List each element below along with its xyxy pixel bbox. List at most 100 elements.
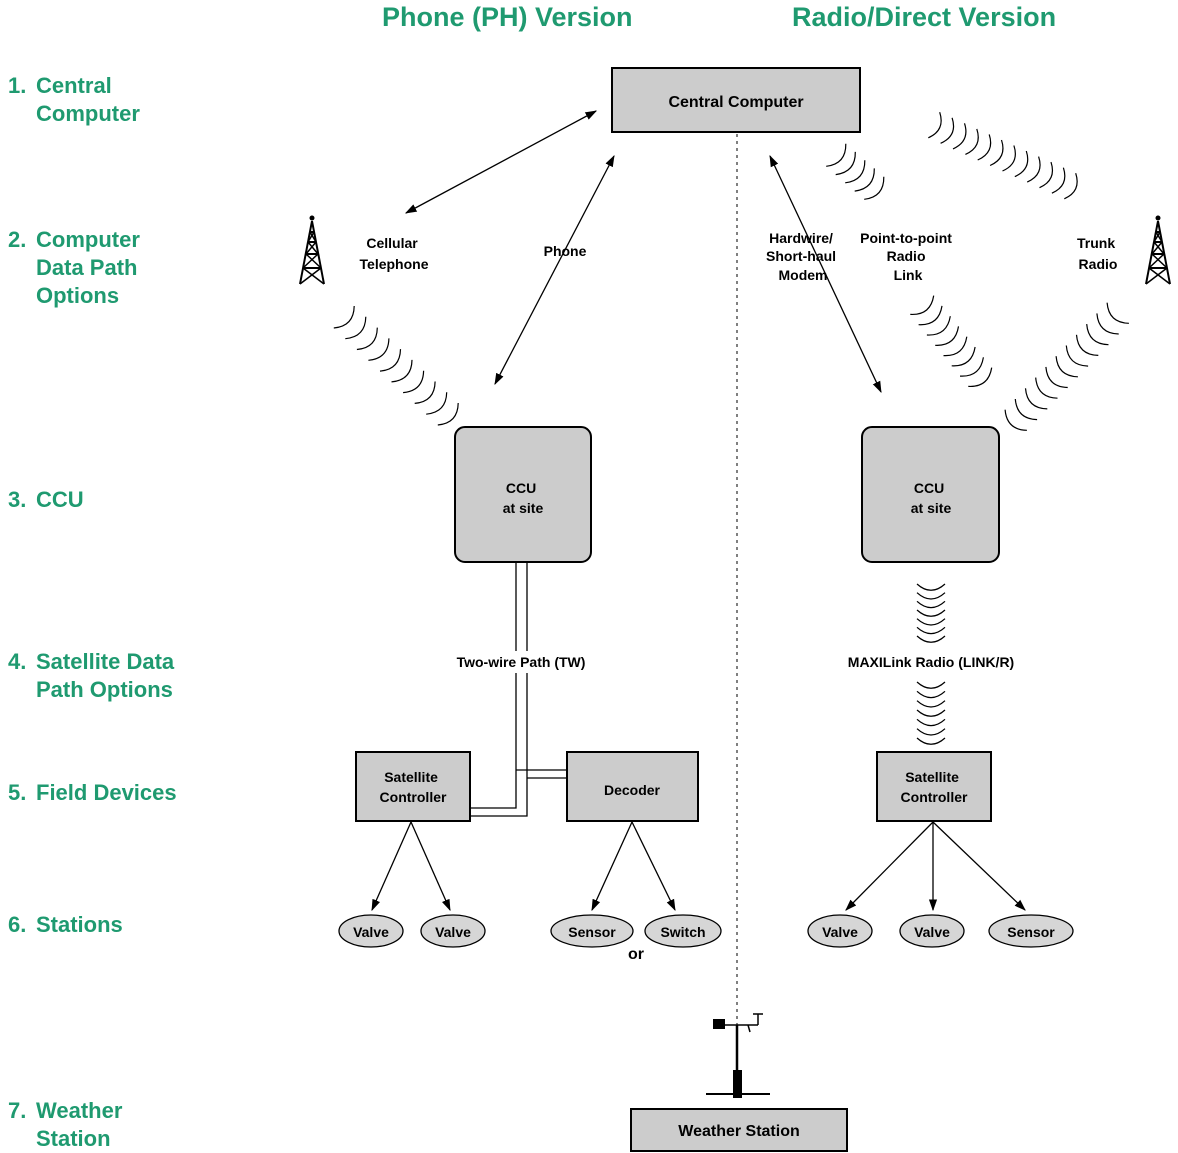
wave-arc bbox=[951, 346, 976, 367]
wave-arc bbox=[940, 117, 955, 144]
cellular-arrow bbox=[404, 110, 598, 214]
wave-arc bbox=[864, 176, 885, 200]
wave-arc bbox=[952, 123, 967, 150]
weather-mast-icon bbox=[706, 1013, 770, 1098]
wave-arc bbox=[333, 305, 355, 329]
wave-arc bbox=[1075, 334, 1099, 356]
radio-version-header: Radio/Direct Version bbox=[792, 2, 1057, 32]
wave-arc bbox=[1024, 388, 1048, 410]
wave-arc bbox=[916, 681, 946, 689]
wave-arc bbox=[928, 112, 942, 139]
wave-arc bbox=[916, 609, 946, 617]
wave-arc bbox=[854, 168, 875, 192]
wave-arc bbox=[1014, 398, 1038, 421]
trunk-label: Trunk Radio bbox=[1077, 235, 1119, 272]
wave-arc bbox=[1002, 145, 1016, 172]
right-valve-1 bbox=[807, 914, 873, 948]
wave-arc bbox=[379, 349, 402, 372]
wave-arc bbox=[414, 381, 436, 404]
sensor-right-label: Sensor bbox=[1007, 924, 1055, 940]
wave-arc bbox=[345, 316, 367, 340]
ccu-right-label: CCU at site bbox=[911, 480, 952, 516]
right-valve-1-label: Valve bbox=[822, 924, 858, 940]
trunk-waves-bottom-icon bbox=[1004, 302, 1129, 431]
ccu-left-box: CCU at site bbox=[454, 426, 592, 563]
wave-arc bbox=[926, 316, 951, 336]
left-valve-1 bbox=[338, 914, 404, 948]
two-wire-label: Two-wire Path (TW) bbox=[457, 654, 586, 670]
wave-arc bbox=[943, 336, 968, 357]
wave-arc bbox=[1026, 156, 1041, 183]
arrow-to-left-valve-2 bbox=[410, 821, 451, 912]
wave-arc bbox=[356, 327, 378, 351]
maxilink-waves-bottom-icon bbox=[916, 681, 946, 745]
trunk-waves-top-icon bbox=[928, 112, 1078, 200]
sensor-left bbox=[550, 914, 634, 948]
wave-arc bbox=[1064, 173, 1078, 200]
or-label: or bbox=[628, 946, 644, 963]
wave-arc bbox=[916, 737, 946, 745]
wave-arc bbox=[1096, 313, 1119, 335]
cellular-tower-icon bbox=[299, 214, 325, 285]
hardwire-arrow bbox=[769, 154, 882, 394]
wave-arc bbox=[989, 139, 1004, 167]
ccu-left-label: CCU at site bbox=[503, 480, 544, 516]
arrow-to-sensor-right bbox=[932, 821, 1026, 911]
p2p-waves-top-icon bbox=[826, 143, 885, 200]
wave-arc bbox=[403, 370, 425, 394]
wave-arc bbox=[977, 134, 992, 161]
wave-arc bbox=[1045, 366, 1068, 389]
switch bbox=[644, 914, 722, 948]
step-6-stations: 6.Stations bbox=[8, 912, 123, 937]
right-valve-2-label: Valve bbox=[914, 924, 950, 940]
wave-arc bbox=[1065, 345, 1089, 367]
wave-arc bbox=[965, 128, 979, 155]
maxilink-waves-top-icon bbox=[916, 583, 946, 643]
sensor-right bbox=[988, 914, 1074, 948]
wave-arc bbox=[1014, 150, 1029, 178]
weather-station-label: Weather Station bbox=[678, 1123, 800, 1140]
weather-station-box: Weather Station bbox=[630, 1108, 848, 1152]
left-valve-2 bbox=[420, 914, 486, 948]
trunk-radio-tower-icon bbox=[1145, 214, 1171, 285]
satellite-controller-left-label: Satellite Controller bbox=[380, 769, 447, 805]
p2p-waves-bottom-icon bbox=[910, 295, 993, 388]
wave-arc bbox=[918, 305, 943, 326]
wave-arc bbox=[426, 392, 448, 415]
decoder-box: Decoder bbox=[566, 751, 699, 822]
wave-arc bbox=[968, 367, 993, 388]
wave-arc bbox=[910, 295, 935, 316]
wave-arc bbox=[916, 600, 946, 609]
wave-arc bbox=[1004, 409, 1027, 431]
wave-arc bbox=[935, 326, 960, 346]
arrow-to-right-valve-1 bbox=[845, 821, 934, 911]
wave-arc bbox=[916, 728, 946, 736]
wave-arc bbox=[368, 338, 390, 361]
phone-arrow bbox=[494, 154, 615, 386]
wave-arc bbox=[835, 151, 856, 176]
wave-arc bbox=[959, 357, 984, 377]
left-valve-2-label: Valve bbox=[435, 924, 471, 940]
step-4-satellite-path-options: 4.Satellite Data Path Options bbox=[8, 649, 175, 702]
wave-arc bbox=[916, 618, 946, 626]
wave-arc bbox=[1086, 324, 1109, 346]
wave-arc bbox=[916, 583, 946, 591]
wave-arc bbox=[1039, 161, 1054, 189]
wave-arc bbox=[1055, 356, 1078, 378]
wave-arc bbox=[1051, 167, 1066, 194]
wave-arc bbox=[1035, 377, 1058, 399]
phone-version-header: Phone (PH) Version bbox=[382, 2, 633, 32]
wave-arc bbox=[845, 160, 866, 184]
satellite-controller-left-box: Satellite Controller bbox=[355, 751, 471, 822]
sensor-left-label: Sensor bbox=[568, 924, 616, 940]
wave-arc bbox=[391, 359, 413, 383]
wave-arc bbox=[916, 718, 946, 727]
step-2-data-path-options: 2.Computer Data Path Options bbox=[8, 227, 140, 308]
arrow-to-left-valve-1 bbox=[371, 821, 412, 912]
maxilink-label: MAXILink Radio (LINK/R) bbox=[848, 654, 1014, 670]
wave-arc bbox=[916, 626, 946, 635]
hardwire-label: Hardwire/ Short-haul Modem bbox=[766, 230, 840, 283]
step-7-weather-station: 7.Weather Station bbox=[8, 1098, 123, 1151]
ccu-right-box: CCU at site bbox=[861, 426, 1000, 563]
